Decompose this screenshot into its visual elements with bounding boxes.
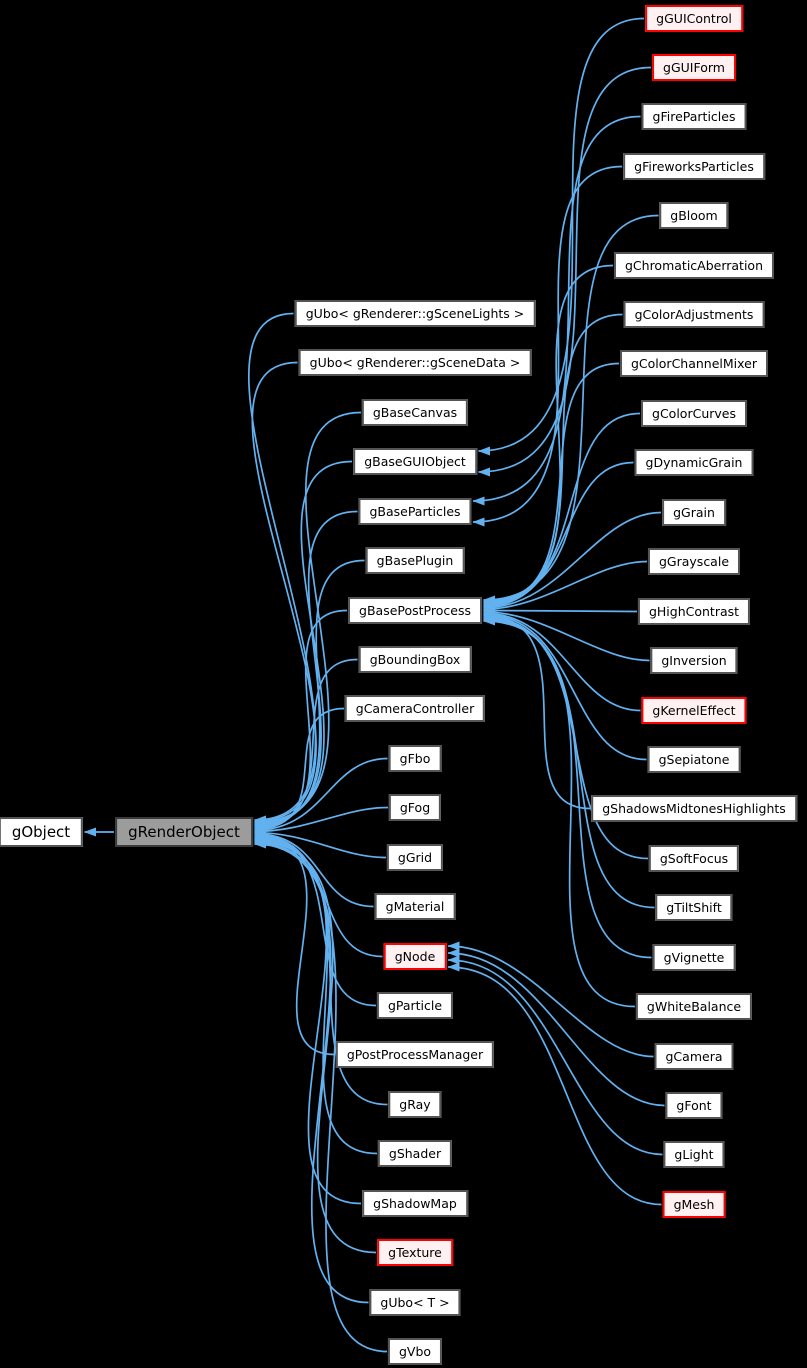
inheritance-edge-node-to-ro	[254, 830, 383, 958]
inheritance-edge-light-to-node	[447, 955, 663, 1156]
inheritance-edge-inv-to-post	[483, 607, 650, 662]
class-node-ggrain[interactable]: gGrain	[662, 499, 726, 526]
inheritance-edge-vbo-to-ro	[254, 839, 388, 1353]
class-node-gguiform[interactable]: gGUIForm	[652, 54, 736, 81]
inheritance-edge-guiform-to-gui	[478, 66, 652, 477]
class-node-gubogrenderergscenelights[interactable]: gUbo< gRenderer::gSceneLights >	[294, 300, 536, 327]
inheritance-edge-ppm-to-ro	[254, 832, 336, 1056]
inheritance-edge-colormix-to-post	[483, 362, 620, 609]
inheritance-edge-camera-to-node	[447, 941, 654, 1058]
class-node-gshadowsmidtoneshighlights[interactable]: gShadowsMidtonesHighlights	[591, 795, 797, 822]
class-node-gbloom[interactable]: gBloom	[659, 202, 729, 229]
inheritance-edge-uboT-to-ro	[254, 838, 369, 1304]
class-node-gnode[interactable]: gNode	[383, 943, 447, 970]
class-node-gshadowmap[interactable]: gShadowMap	[362, 1190, 468, 1217]
class-node-gcolorchannelmixer[interactable]: gColorChannelMixer	[620, 350, 768, 377]
inheritance-edge-whitebal-to-post	[483, 616, 636, 1008]
inheritance-edge-uboLights-to-ro	[247, 312, 317, 825]
class-node-gmesh[interactable]: gMesh	[662, 1191, 726, 1218]
class-node-gbaseplugin[interactable]: gBasePlugin	[365, 547, 465, 574]
inheritance-edge-grain-to-post	[483, 511, 662, 613]
class-node-gsepiatone[interactable]: gSepiatone	[647, 746, 741, 773]
inheritance-edge-softfocus-to-post	[483, 612, 649, 860]
class-node-gcamera[interactable]: gCamera	[654, 1043, 734, 1070]
inheritance-edge-material-to-ro	[254, 829, 374, 908]
inheritance-edge-fbo-to-ro	[254, 757, 388, 835]
inheritance-edge-fog-to-ro	[254, 806, 389, 836]
class-node-ghighcontrast[interactable]: gHighContrast	[637, 598, 751, 625]
class-node-gvignette[interactable]: gVignette	[652, 944, 736, 971]
inheritance-edge-gray-to-post	[483, 560, 648, 614]
class-node-gparticle[interactable]: gParticle	[376, 992, 454, 1019]
inheritance-edge-vignette-to-post	[483, 615, 652, 959]
inheritance-edge-mesh-to-node	[447, 962, 662, 1206]
class-node-gbaseparticles[interactable]: gBaseParticles	[358, 498, 472, 525]
inheritance-edge-fireworks-to-parts	[472, 165, 623, 527]
class-node-ggrid[interactable]: gGrid	[386, 844, 444, 871]
class-node-glight[interactable]: gLight	[663, 1141, 725, 1168]
inheritance-edge-font-to-node	[447, 948, 665, 1107]
class-node-gfireparticles[interactable]: gFireParticles	[641, 103, 747, 130]
class-node-gpostprocessmanager[interactable]: gPostProcessManager	[335, 1041, 495, 1068]
inheritance-edge-camctl-to-ro	[254, 707, 345, 834]
inheritance-edge-dyngrain-to-post	[483, 461, 634, 612]
class-node-gdynamicgrain[interactable]: gDynamicGrain	[634, 449, 754, 476]
inheritance-edge-colorcurves-to-post	[483, 412, 641, 610]
class-node-gsoftfocus[interactable]: gSoftFocus	[648, 845, 740, 872]
class-node-gobject[interactable]: gObject	[0, 817, 84, 847]
class-node-gkerneleffect[interactable]: gKernelEffect	[641, 697, 747, 724]
class-node-gcameracontroller[interactable]: gCameraController	[344, 695, 486, 722]
class-node-gvbo[interactable]: gVbo	[387, 1338, 443, 1365]
inheritance-edge-shadowmap-to-ro	[254, 836, 362, 1205]
inheritance-edge-highc-to-post	[483, 606, 638, 616]
class-node-grenderobject[interactable]: gRenderObject	[115, 817, 253, 847]
inheritance-edge-smh-to-post	[483, 611, 591, 810]
inheritance-edge-sepia-to-post	[483, 609, 647, 761]
class-node-gchromaticaberration[interactable]: gChromaticAberration	[613, 252, 775, 279]
class-node-gshader[interactable]: gShader	[377, 1140, 453, 1167]
inheritance-edge-fire-to-parts	[472, 115, 641, 506]
class-node-gray[interactable]: gRay	[388, 1091, 442, 1118]
class-node-gguicontrol[interactable]: gGUIControl	[645, 5, 743, 32]
inheritance-edge-grid-to-ro	[254, 828, 387, 859]
inheritance-edge-kernel-to-post	[483, 608, 641, 712]
inheritance-edge-canvas-to-ro	[254, 411, 362, 827]
class-node-ginversion[interactable]: gInversion	[650, 647, 738, 674]
class-node-gbasepostprocess[interactable]: gBasePostProcess	[348, 597, 482, 624]
class-node-gfbo[interactable]: gFbo	[388, 745, 442, 772]
class-node-gmaterial[interactable]: gMaterial	[374, 893, 456, 920]
inheritance-edge-guictl-to-gui	[478, 17, 645, 456]
class-node-gubot[interactable]: gUbo< T >	[369, 1289, 461, 1316]
class-node-gtexture[interactable]: gTexture	[377, 1239, 453, 1266]
class-node-gcoloradjustments[interactable]: gColorAdjustments	[623, 301, 765, 328]
inheritance-edge-particle-to-ro	[254, 831, 377, 1007]
class-node-gfireworksparticles[interactable]: gFireworksParticles	[623, 153, 765, 180]
class-node-gubogrenderergscenedata[interactable]: gUbo< gRenderer::gSceneData >	[298, 349, 532, 376]
class-node-ggrayscale[interactable]: gGrayscale	[647, 548, 741, 575]
class-node-gfont[interactable]: gFont	[665, 1092, 723, 1119]
class-node-gcolorcurves[interactable]: gColorCurves	[641, 400, 747, 427]
class-node-gwhitebalance[interactable]: gWhiteBalance	[635, 993, 753, 1020]
inheritance-edge-texture-to-ro	[254, 837, 377, 1254]
class-node-gfog[interactable]: gFog	[388, 794, 442, 821]
class-node-gbaseguiobject[interactable]: gBaseGUIObject	[353, 448, 477, 475]
class-node-gtiltshift[interactable]: gTiltShift	[655, 894, 733, 921]
class-node-gboundingbox[interactable]: gBoundingBox	[358, 646, 472, 673]
class-node-gbasecanvas[interactable]: gBaseCanvas	[361, 399, 469, 426]
